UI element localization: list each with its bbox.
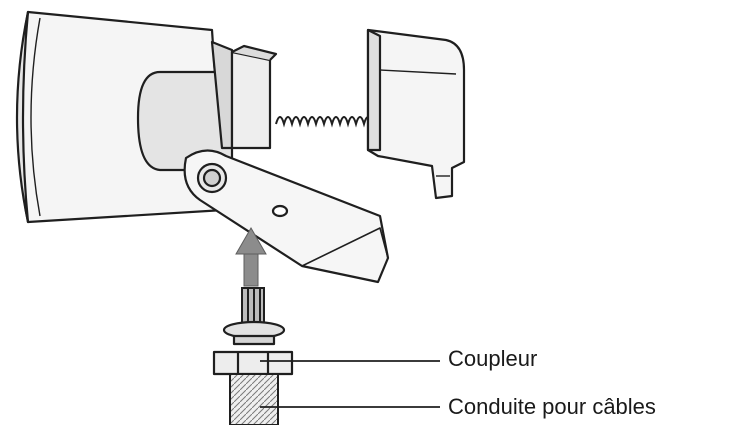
coupler xyxy=(212,320,294,376)
terminal-block xyxy=(230,50,272,150)
cable-conduit xyxy=(229,373,279,425)
mounting-bracket xyxy=(183,149,390,284)
conduit-label: Conduite pour câbles xyxy=(448,394,656,419)
up-arrow-icon xyxy=(235,226,267,287)
cable-wires xyxy=(241,287,265,325)
coiled-wire xyxy=(275,116,373,128)
coupler-label: Coupleur xyxy=(448,346,538,371)
housing xyxy=(15,10,278,224)
lens-rim xyxy=(15,10,30,224)
housing-back xyxy=(136,70,234,172)
bracket-hole xyxy=(271,204,289,218)
rear-cover xyxy=(366,28,466,200)
